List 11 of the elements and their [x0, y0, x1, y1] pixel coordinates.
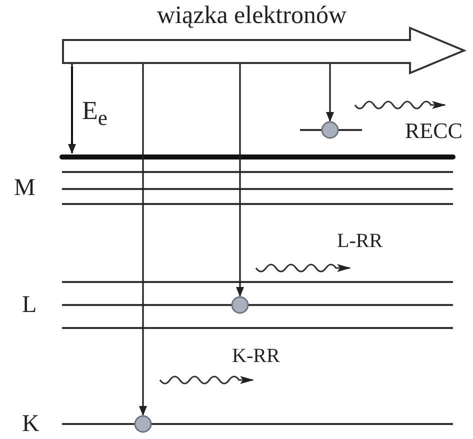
- radiation-label: L-RR: [337, 231, 383, 251]
- energy-symbol: E$_{e}$: [82, 98, 108, 130]
- shell-label: L: [22, 293, 37, 317]
- arrow: [326, 63, 334, 122]
- shell-label: M: [14, 176, 36, 200]
- beam-label: wiązka elektronów: [157, 3, 347, 28]
- arrow: [139, 63, 147, 416]
- radiation-label: RECC: [405, 120, 462, 142]
- shell-label: K: [22, 412, 40, 436]
- radiation-label: K-RR: [232, 346, 280, 366]
- arrow: [236, 63, 244, 297]
